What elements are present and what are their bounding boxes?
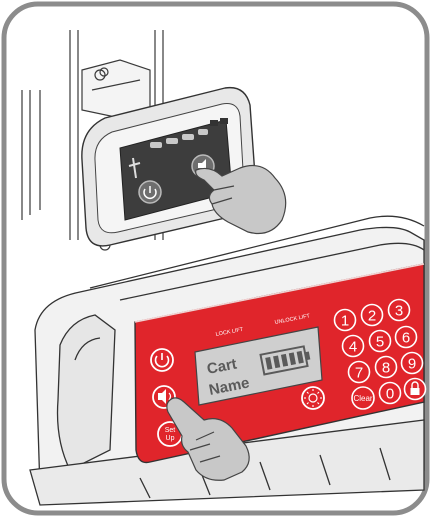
svg-text:9: 9 <box>408 356 416 373</box>
key-clear[interactable]: Clear <box>352 387 374 409</box>
light-button[interactable] <box>302 387 324 409</box>
key-8[interactable]: 8 <box>376 357 397 378</box>
key-lock[interactable] <box>405 379 426 400</box>
svg-text:6: 6 <box>402 330 410 347</box>
svg-text:4: 4 <box>349 339 357 356</box>
key-6[interactable]: 6 <box>396 327 417 348</box>
svg-text:3: 3 <box>395 303 403 320</box>
setup-label-line2: Up <box>166 435 175 442</box>
key-4[interactable]: 4 <box>343 336 364 357</box>
lock-icon <box>411 388 420 395</box>
key-3[interactable]: 3 <box>389 300 410 321</box>
key-7[interactable]: 7 <box>349 362 370 383</box>
svg-text:7: 7 <box>355 365 363 382</box>
svg-text:1: 1 <box>341 313 349 330</box>
svg-text:8: 8 <box>382 360 390 377</box>
key-9[interactable]: 9 <box>402 353 423 374</box>
svg-text:0: 0 <box>386 386 394 403</box>
setup-label-line1: Set <box>165 427 176 434</box>
svg-text:5: 5 <box>376 334 384 351</box>
svg-text:Clear: Clear <box>353 394 372 403</box>
key-2[interactable]: 2 <box>362 305 383 326</box>
key-0[interactable]: 0 <box>380 383 401 404</box>
svg-text:2: 2 <box>368 308 376 325</box>
key-5[interactable]: 5 <box>370 331 391 352</box>
key-1[interactable]: 1 <box>335 310 356 331</box>
power-button[interactable] <box>151 349 173 371</box>
